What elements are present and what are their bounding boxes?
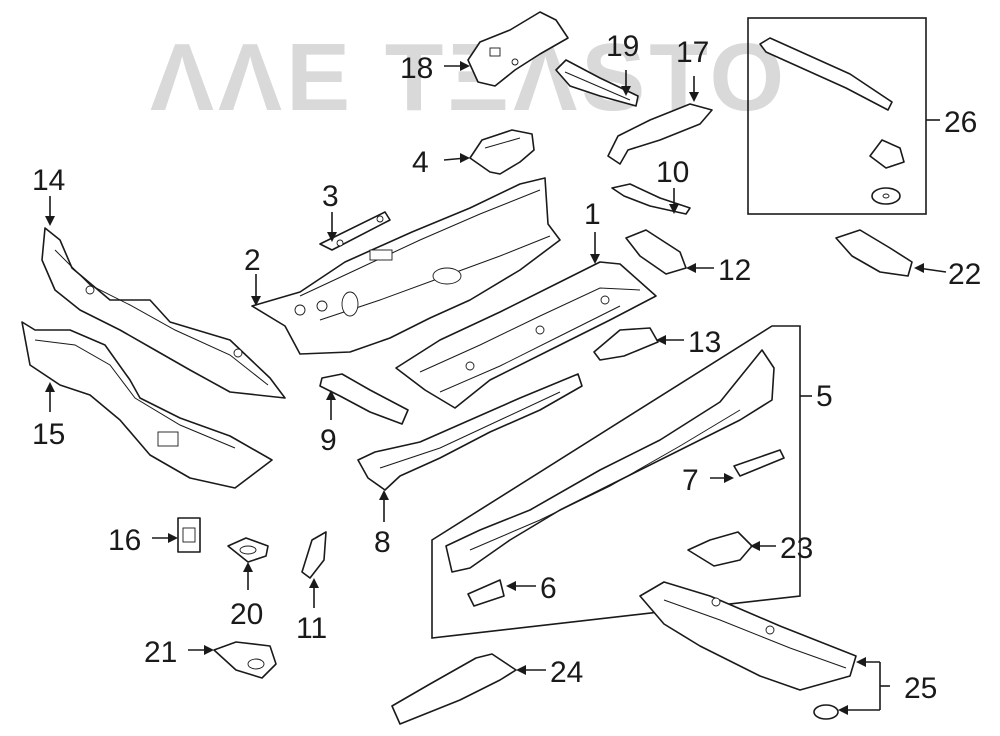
callout-13: 13 <box>688 326 721 359</box>
callout-22: 22 <box>948 258 981 291</box>
part-13 <box>593 327 659 361</box>
part-12 <box>625 229 687 275</box>
part-25 <box>639 581 857 720</box>
group-frame-5 <box>431 325 801 639</box>
part-8 <box>357 373 583 491</box>
callout-5: 5 <box>816 380 833 413</box>
part-19 <box>555 59 639 107</box>
part-16 <box>177 517 201 553</box>
callout-19: 19 <box>606 30 639 63</box>
part-9 <box>319 373 409 425</box>
part-23 <box>687 531 753 567</box>
part-11 <box>301 531 327 579</box>
callout-3: 3 <box>322 180 339 213</box>
part-3 <box>319 211 391 251</box>
leader-lines <box>45 61 947 715</box>
callout-11: 11 <box>296 612 327 645</box>
callout-15: 15 <box>32 418 65 451</box>
part-20 <box>227 537 269 563</box>
callout-6: 6 <box>540 572 557 605</box>
part-14 <box>41 227 286 399</box>
callout-24: 24 <box>550 656 583 689</box>
callout-10: 10 <box>656 156 689 189</box>
callout-7: 7 <box>682 464 699 497</box>
callout-21: 21 <box>144 636 177 669</box>
part-2 <box>251 177 561 355</box>
part-15 <box>21 321 273 489</box>
part-21 <box>213 641 277 679</box>
callout-23: 23 <box>780 532 813 565</box>
callout-18: 18 <box>400 52 433 85</box>
callout-25: 25 <box>904 672 937 705</box>
callout-14: 14 <box>32 164 65 197</box>
callout-12: 12 <box>718 254 751 287</box>
part-4 <box>469 129 535 175</box>
callout-2: 2 <box>244 244 261 277</box>
part-1 <box>395 261 657 409</box>
callout-1: 1 <box>584 198 601 231</box>
part-7 <box>733 449 785 477</box>
callout-9: 9 <box>320 424 337 457</box>
part-24 <box>391 653 517 725</box>
callout-17: 17 <box>676 36 709 69</box>
callout-16: 16 <box>108 524 141 557</box>
callout-20: 20 <box>230 598 263 631</box>
group-frame-26 <box>747 17 927 215</box>
part-26 <box>759 37 905 205</box>
part-5 <box>445 349 775 573</box>
part-22 <box>835 229 913 277</box>
part-18 <box>467 11 569 87</box>
callout-labels: 1 2 3 4 5 6 7 8 9 10 11 12 13 14 15 16 1… <box>32 30 981 705</box>
callout-4: 4 <box>412 146 429 179</box>
part-17 <box>607 103 713 165</box>
callout-26: 26 <box>944 106 977 139</box>
part-6 <box>467 579 505 607</box>
callout-8: 8 <box>374 526 391 559</box>
